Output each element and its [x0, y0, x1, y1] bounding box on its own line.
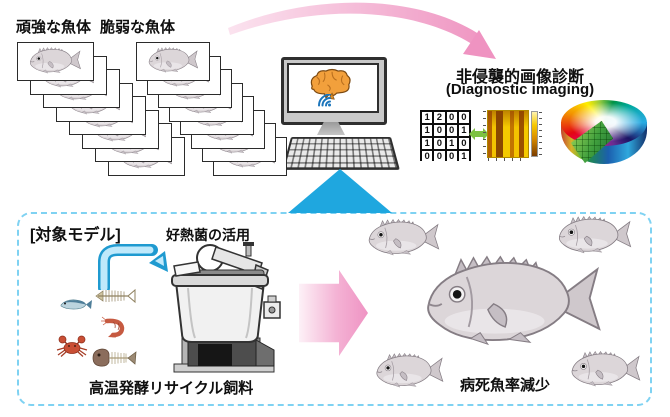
matrix-cell: 1 — [422, 138, 433, 149]
brain-icon — [310, 68, 351, 100]
feedback-arrow-up — [288, 169, 392, 213]
feed-label: 高温発酵リサイクル飼料 — [89, 380, 254, 397]
monitor-stand — [317, 122, 345, 135]
diagnostic-title-jp: 非侵襲的画像診断 — [455, 69, 584, 86]
matrix-cell: 0 — [458, 138, 469, 149]
matrix-cell: 2 — [434, 112, 445, 123]
model-box-label: [対象モデル] — [30, 227, 121, 244]
matrix-cell: 1 — [458, 125, 469, 136]
fermentation-tank-image — [171, 242, 281, 373]
fish-skeleton-icon — [95, 288, 136, 304]
sea-bream-image — [23, 45, 85, 76]
label-fragile-fish: 脆弱な魚体 — [100, 19, 176, 36]
matrix-cell: 0 — [434, 125, 445, 136]
small-blue-fish-icon — [60, 299, 92, 310]
monitor-screen — [287, 63, 379, 113]
fish-head-bones-icon — [92, 348, 137, 367]
diagnostic-title-en: (Diagnostic imaging) — [445, 81, 595, 98]
fish-photo-card — [17, 42, 94, 81]
label-robust-fish: 頑強な魚体 — [16, 19, 92, 36]
matrix-cell: 1 — [422, 112, 433, 123]
matrix-cell: 0 — [434, 151, 445, 162]
target-model-box — [17, 212, 652, 406]
matrix-cell: 1 — [422, 125, 433, 136]
sea-bream-small — [566, 348, 642, 390]
shrimp-icon — [101, 316, 125, 338]
keyboard — [282, 137, 400, 170]
result-label: 病死魚率減少 — [460, 377, 551, 394]
pixel-matrix: 1 2 0 0 1 0 0 1 1 0 1 0 0 0 0 1 — [420, 110, 471, 162]
sea-bream-small — [371, 350, 445, 391]
matrix-cell: 0 — [446, 112, 457, 123]
crab-icon — [56, 335, 88, 357]
color-space-3d — [558, 100, 652, 168]
heatmap-plot — [481, 108, 543, 162]
matrix-cell: 0 — [422, 151, 433, 162]
matrix-cell: 0 — [446, 151, 457, 162]
heatmap-y-ticks — [483, 111, 486, 156]
sea-bream-image — [142, 45, 202, 75]
flow-arrow-to-diagnostics — [228, 2, 496, 59]
fish-photo-card — [136, 42, 210, 81]
sea-bream-large — [413, 248, 605, 354]
matrix-cell: 0 — [458, 112, 469, 123]
heatmap-x-ticks — [488, 158, 527, 161]
matrix-cell: 1 — [458, 151, 469, 162]
colorbar-ticks — [539, 112, 542, 155]
waste-to-tank-arrow — [98, 244, 168, 290]
heatmap-area — [487, 110, 529, 158]
matrix-cell: 0 — [434, 138, 445, 149]
wifi-signal-icon — [318, 94, 331, 107]
matrix-cell: 0 — [446, 125, 457, 136]
heatmap-colorbar — [531, 111, 538, 157]
matrix-cell: 1 — [446, 138, 457, 149]
thermophilic-label: 好熱菌の活用 — [166, 227, 250, 243]
